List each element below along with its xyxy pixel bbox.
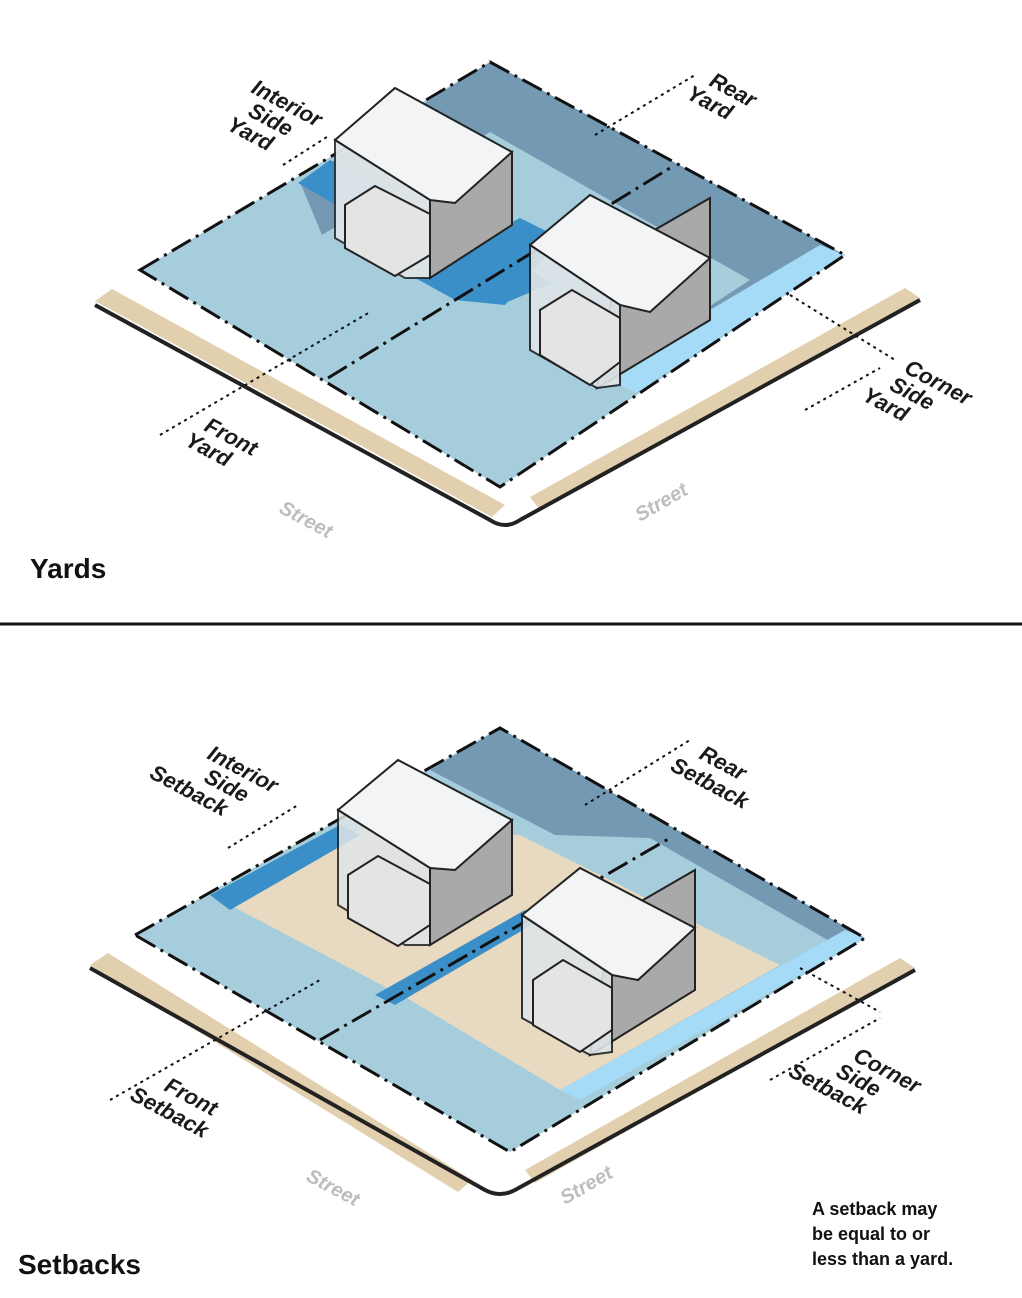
rear-setback — [430, 728, 865, 950]
setbacks-title: Setbacks — [18, 1249, 141, 1280]
yards-panel: Interior Side Yard Rear Yard Corner Side… — [30, 60, 978, 584]
street-label-right-2: Street — [557, 1161, 618, 1209]
rear-yard-label: Rear Yard — [683, 67, 762, 125]
rear-setback-label: Rear Setback — [667, 740, 755, 814]
street-label-right: Street — [632, 478, 693, 526]
svg-text:less than a yard.: less than a yard. — [812, 1249, 953, 1269]
street-label-left-2: Street — [303, 1165, 365, 1212]
house-right-2 — [520, 866, 697, 1058]
street-curb — [94, 298, 921, 527]
lot-split-line — [327, 166, 671, 380]
interior-side-yard-label: Interior Side Yard — [223, 74, 327, 156]
lot-split-line-2 — [319, 836, 671, 1042]
left-sidewalk-2 — [90, 953, 472, 1192]
left-sidewalk — [95, 289, 505, 517]
interior-side-setback-2 — [375, 910, 540, 1005]
front-leader — [159, 311, 371, 436]
interior-side-yard-2 — [410, 218, 560, 305]
right-sidewalk — [530, 288, 920, 510]
interior-side-setback — [210, 825, 360, 910]
corner-leader-2 — [804, 367, 881, 411]
corner-leader-3 — [799, 967, 881, 1013]
front-leader-2 — [109, 979, 321, 1101]
corner-side-yard — [600, 245, 845, 393]
interior-leader — [282, 134, 331, 166]
svg-text:be equal to or: be equal to or — [812, 1224, 930, 1244]
corner-side-setback — [560, 930, 865, 1100]
street-curb-2 — [89, 966, 916, 1196]
setbacks-panel: Interior Side Setback Rear Setback Corne… — [18, 726, 953, 1280]
house-left-2 — [336, 758, 514, 948]
street-label-left: Street — [276, 497, 338, 544]
corner-side-setback-label: Corner Side Setback — [785, 1042, 926, 1120]
front-setback-label: Front Setback — [126, 1072, 223, 1144]
house-right — [528, 193, 712, 390]
house-left — [333, 86, 514, 280]
corner-leader-4 — [769, 1017, 881, 1081]
yards-title: Yards — [30, 553, 106, 584]
svg-text:A setback may: A setback may — [812, 1199, 937, 1219]
interior-side-setback-label: Interior Side Setback — [146, 740, 284, 822]
rear-leader — [594, 74, 696, 136]
interior-leader-2 — [227, 804, 299, 849]
corner-side-yard-label: Corner Side Yard — [859, 354, 978, 426]
front-yard-label: Front Yard — [181, 412, 263, 472]
right-sidewalk-2 — [525, 958, 915, 1183]
setback-note: A setback may be equal to or less than a… — [812, 1199, 953, 1269]
